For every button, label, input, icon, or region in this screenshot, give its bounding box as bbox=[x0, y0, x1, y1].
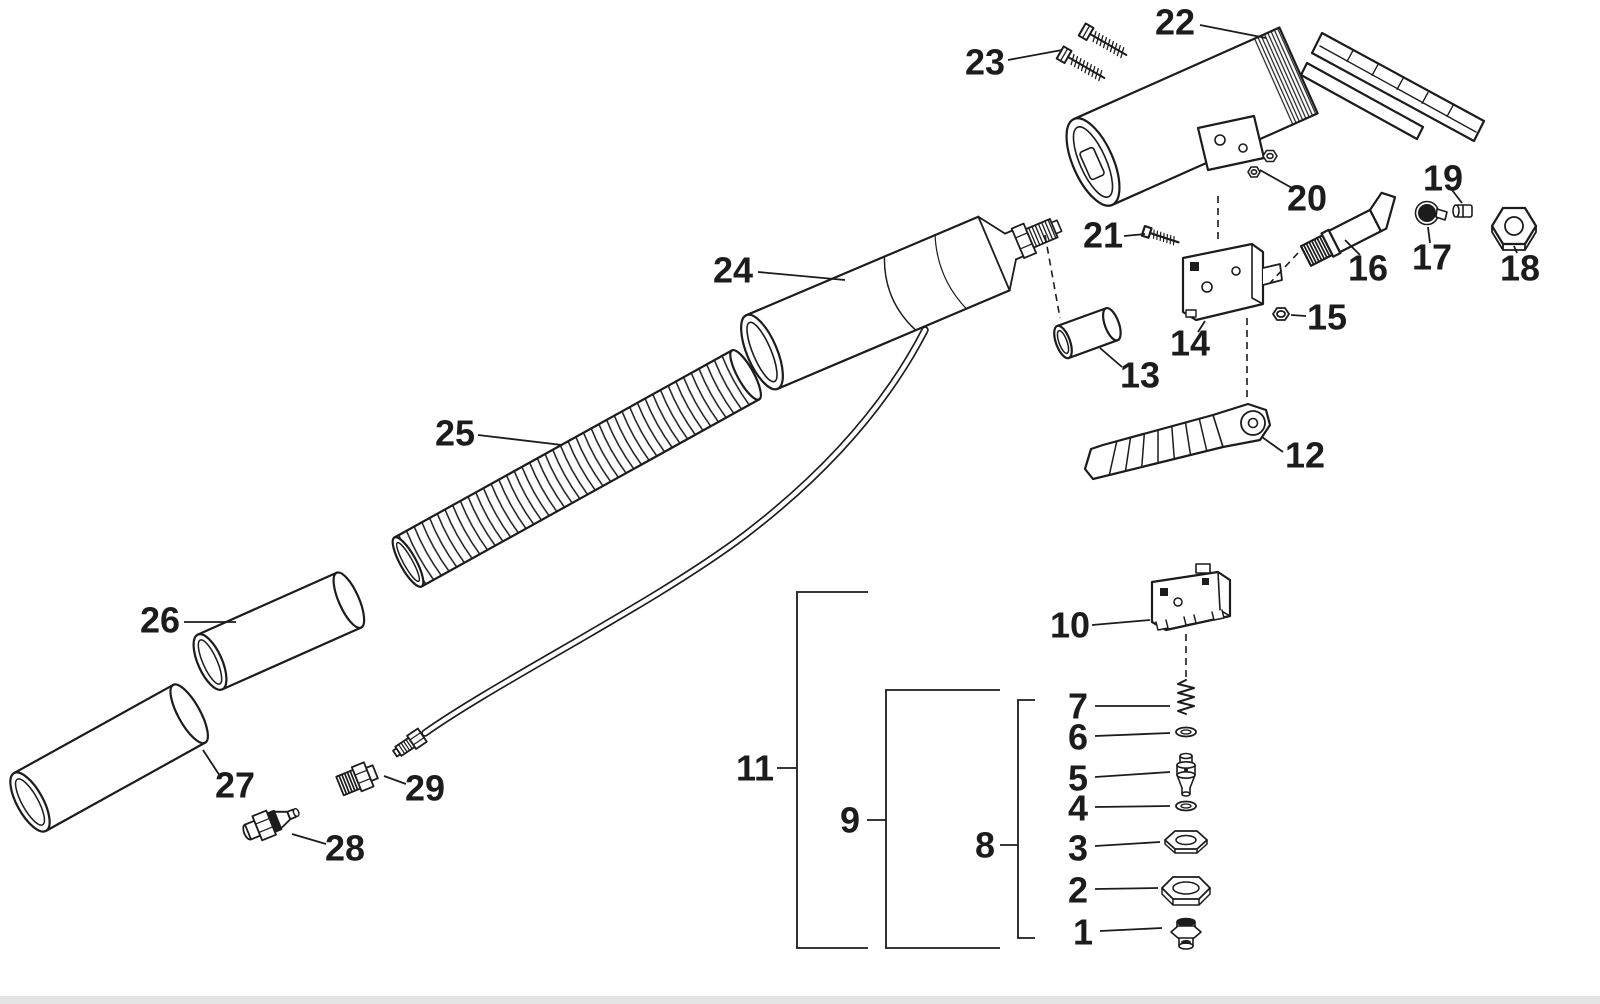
part-label-26: 26 bbox=[140, 600, 180, 641]
body-bracket-and-nuts-20 bbox=[1196, 114, 1278, 178]
part-label-25: 25 bbox=[435, 413, 475, 454]
main-body-22 bbox=[1065, 26, 1319, 207]
part-label-17: 17 bbox=[1412, 237, 1452, 278]
part-label-15: 15 bbox=[1307, 297, 1347, 338]
group-bracket-8 bbox=[1017, 699, 1035, 939]
part-label-10: 10 bbox=[1050, 605, 1090, 646]
leader-line-17 bbox=[1427, 226, 1431, 244]
alignment-dashed-line-4 bbox=[1269, 252, 1299, 284]
part-label-9: 9 bbox=[840, 800, 860, 841]
part-label-28: 28 bbox=[325, 828, 365, 869]
leader-line-3 bbox=[1094, 841, 1161, 847]
plug-fitting-29 bbox=[335, 761, 379, 797]
leader-line-24 bbox=[757, 271, 846, 281]
part-label-12: 12 bbox=[1285, 435, 1325, 476]
rail-strip bbox=[1299, 31, 1486, 143]
hex-nut-18 bbox=[1490, 206, 1538, 251]
part-label-19: 19 bbox=[1423, 158, 1463, 199]
leader-line-16 bbox=[1344, 239, 1361, 256]
group-bracket-11 bbox=[796, 591, 868, 949]
spring-7 bbox=[1177, 679, 1195, 715]
leader-line-27 bbox=[202, 749, 221, 777]
leader-line-5 bbox=[1094, 771, 1171, 778]
leader-line-14 bbox=[1197, 320, 1206, 333]
leader-line-25 bbox=[477, 434, 563, 446]
part-label-27: 27 bbox=[215, 765, 255, 806]
valve-block-10 bbox=[1150, 563, 1232, 632]
o-ring-4 bbox=[1175, 800, 1197, 812]
part-label-18: 18 bbox=[1500, 248, 1540, 289]
part-label-4: 4 bbox=[1068, 788, 1088, 829]
o-ring-6 bbox=[1175, 726, 1197, 738]
leader-line-29 bbox=[383, 775, 407, 785]
part-label-3: 3 bbox=[1068, 828, 1088, 869]
leader-line-21 bbox=[1123, 233, 1146, 237]
part-label-7: 7 bbox=[1068, 686, 1088, 727]
part-label-16: 16 bbox=[1348, 248, 1388, 289]
fixing-screws-23 bbox=[1055, 22, 1131, 86]
hex-flange-3 bbox=[1164, 830, 1208, 854]
part-label-14: 14 bbox=[1170, 323, 1210, 364]
leader-line-19 bbox=[1451, 189, 1463, 204]
screw-21 bbox=[1140, 224, 1180, 246]
extension-tube-27 bbox=[9, 683, 209, 833]
part-label-5: 5 bbox=[1068, 758, 1088, 799]
part-label-13: 13 bbox=[1120, 355, 1160, 396]
hex-nut-2 bbox=[1161, 876, 1211, 906]
hose-end-fitting bbox=[392, 727, 428, 758]
valve-stem-5 bbox=[1176, 752, 1196, 797]
part-label-2: 2 bbox=[1068, 870, 1088, 911]
leader-line-23 bbox=[1007, 49, 1063, 61]
scan-artifact-strip bbox=[0, 996, 1600, 1004]
roller-13 bbox=[1053, 306, 1122, 360]
small-nut-15 bbox=[1272, 307, 1290, 321]
extension-tube-26 bbox=[192, 571, 366, 691]
handle-grip-24 bbox=[740, 215, 1063, 391]
part-label-24: 24 bbox=[713, 250, 753, 291]
leader-line-22 bbox=[1199, 24, 1267, 39]
handle-tube-16 bbox=[1299, 191, 1397, 267]
valve-block-14 bbox=[1181, 242, 1283, 322]
leader-line-12 bbox=[1261, 436, 1284, 453]
leader-line-10 bbox=[1091, 619, 1151, 626]
leader-line-4 bbox=[1094, 805, 1171, 808]
leader-lines bbox=[184, 24, 1518, 932]
alignment-dashed-line-3 bbox=[1044, 234, 1061, 319]
leader-line-13 bbox=[1099, 347, 1123, 368]
part-label-20: 20 bbox=[1287, 178, 1327, 219]
part-label-23: 23 bbox=[965, 42, 1005, 83]
air-hose bbox=[392, 326, 929, 758]
leader-line-18 bbox=[1513, 245, 1518, 254]
part-label-6: 6 bbox=[1068, 717, 1088, 758]
trigger-lever-12 bbox=[1083, 402, 1272, 481]
part-label-22: 22 bbox=[1155, 2, 1195, 43]
leader-line-20 bbox=[1259, 169, 1293, 189]
leader-line-28 bbox=[291, 833, 327, 845]
nozzle-fitting-28 bbox=[242, 807, 300, 842]
part-label-21: 21 bbox=[1083, 215, 1123, 256]
part-label-29: 29 bbox=[405, 768, 445, 809]
leader-line-2 bbox=[1094, 887, 1159, 890]
annotation-layer bbox=[796, 196, 1299, 949]
corrugated-hose-25 bbox=[391, 348, 762, 588]
part-label-11: 11 bbox=[736, 748, 774, 789]
leader-line-15 bbox=[1290, 314, 1307, 317]
part-label-8: 8 bbox=[975, 825, 995, 866]
valve-cap-1 bbox=[1170, 917, 1202, 950]
leader-line-6 bbox=[1094, 732, 1171, 737]
pin-insert-19 bbox=[1452, 204, 1473, 218]
leader-line-1 bbox=[1099, 927, 1163, 932]
part-label-1: 1 bbox=[1073, 912, 1093, 953]
group-bracket-9 bbox=[885, 689, 1000, 949]
knurled-knob-17 bbox=[1414, 200, 1448, 226]
